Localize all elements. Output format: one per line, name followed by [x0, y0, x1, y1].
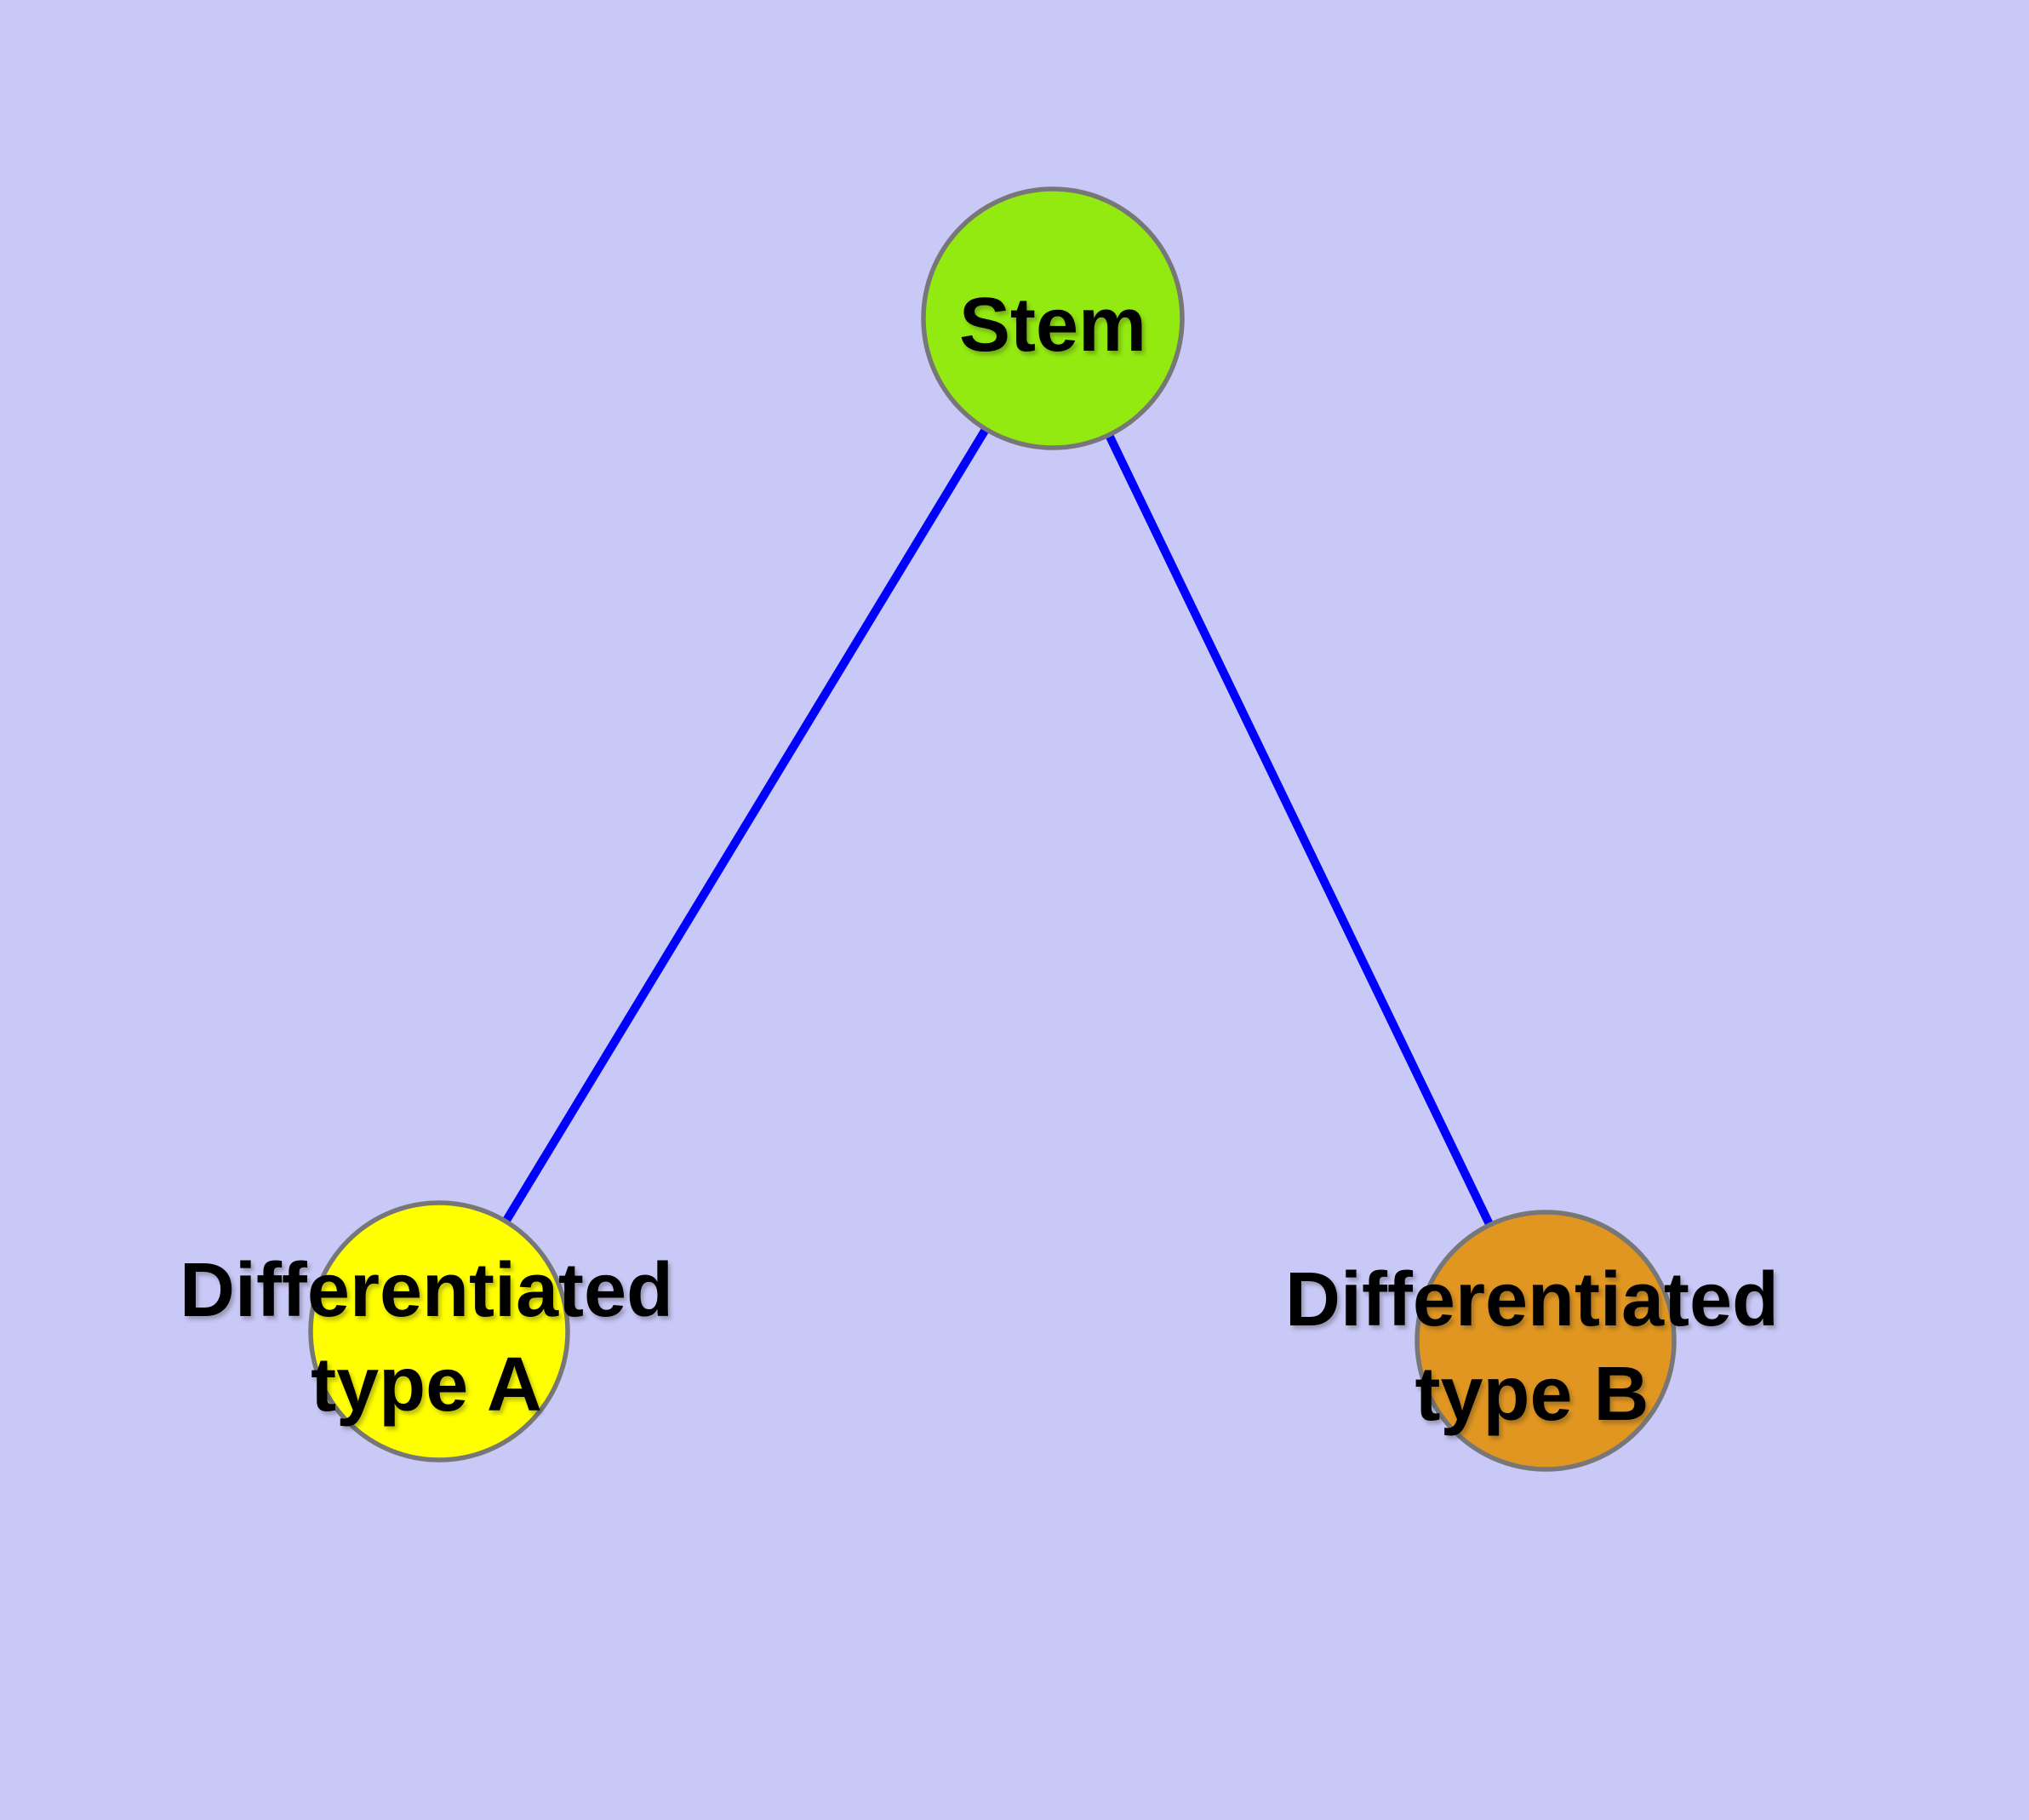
- node-type-b-label-line1: Differentiated: [1285, 1257, 1779, 1342]
- edge-stem-to-type-b: [1049, 314, 1550, 1345]
- node-type-b-circle: [1415, 1210, 1677, 1472]
- node-type-a-label-line1: Differentiated: [180, 1248, 673, 1333]
- node-type-b-label-line2: type B: [1415, 1352, 1649, 1437]
- edge-stem-to-type-a: [435, 314, 1057, 1336]
- node-stem-label: Stem: [959, 283, 1146, 368]
- node-stem-circle: [921, 186, 1185, 450]
- node-type-a-label-line2: type A: [311, 1342, 542, 1428]
- node-type-a-circle: [308, 1200, 570, 1462]
